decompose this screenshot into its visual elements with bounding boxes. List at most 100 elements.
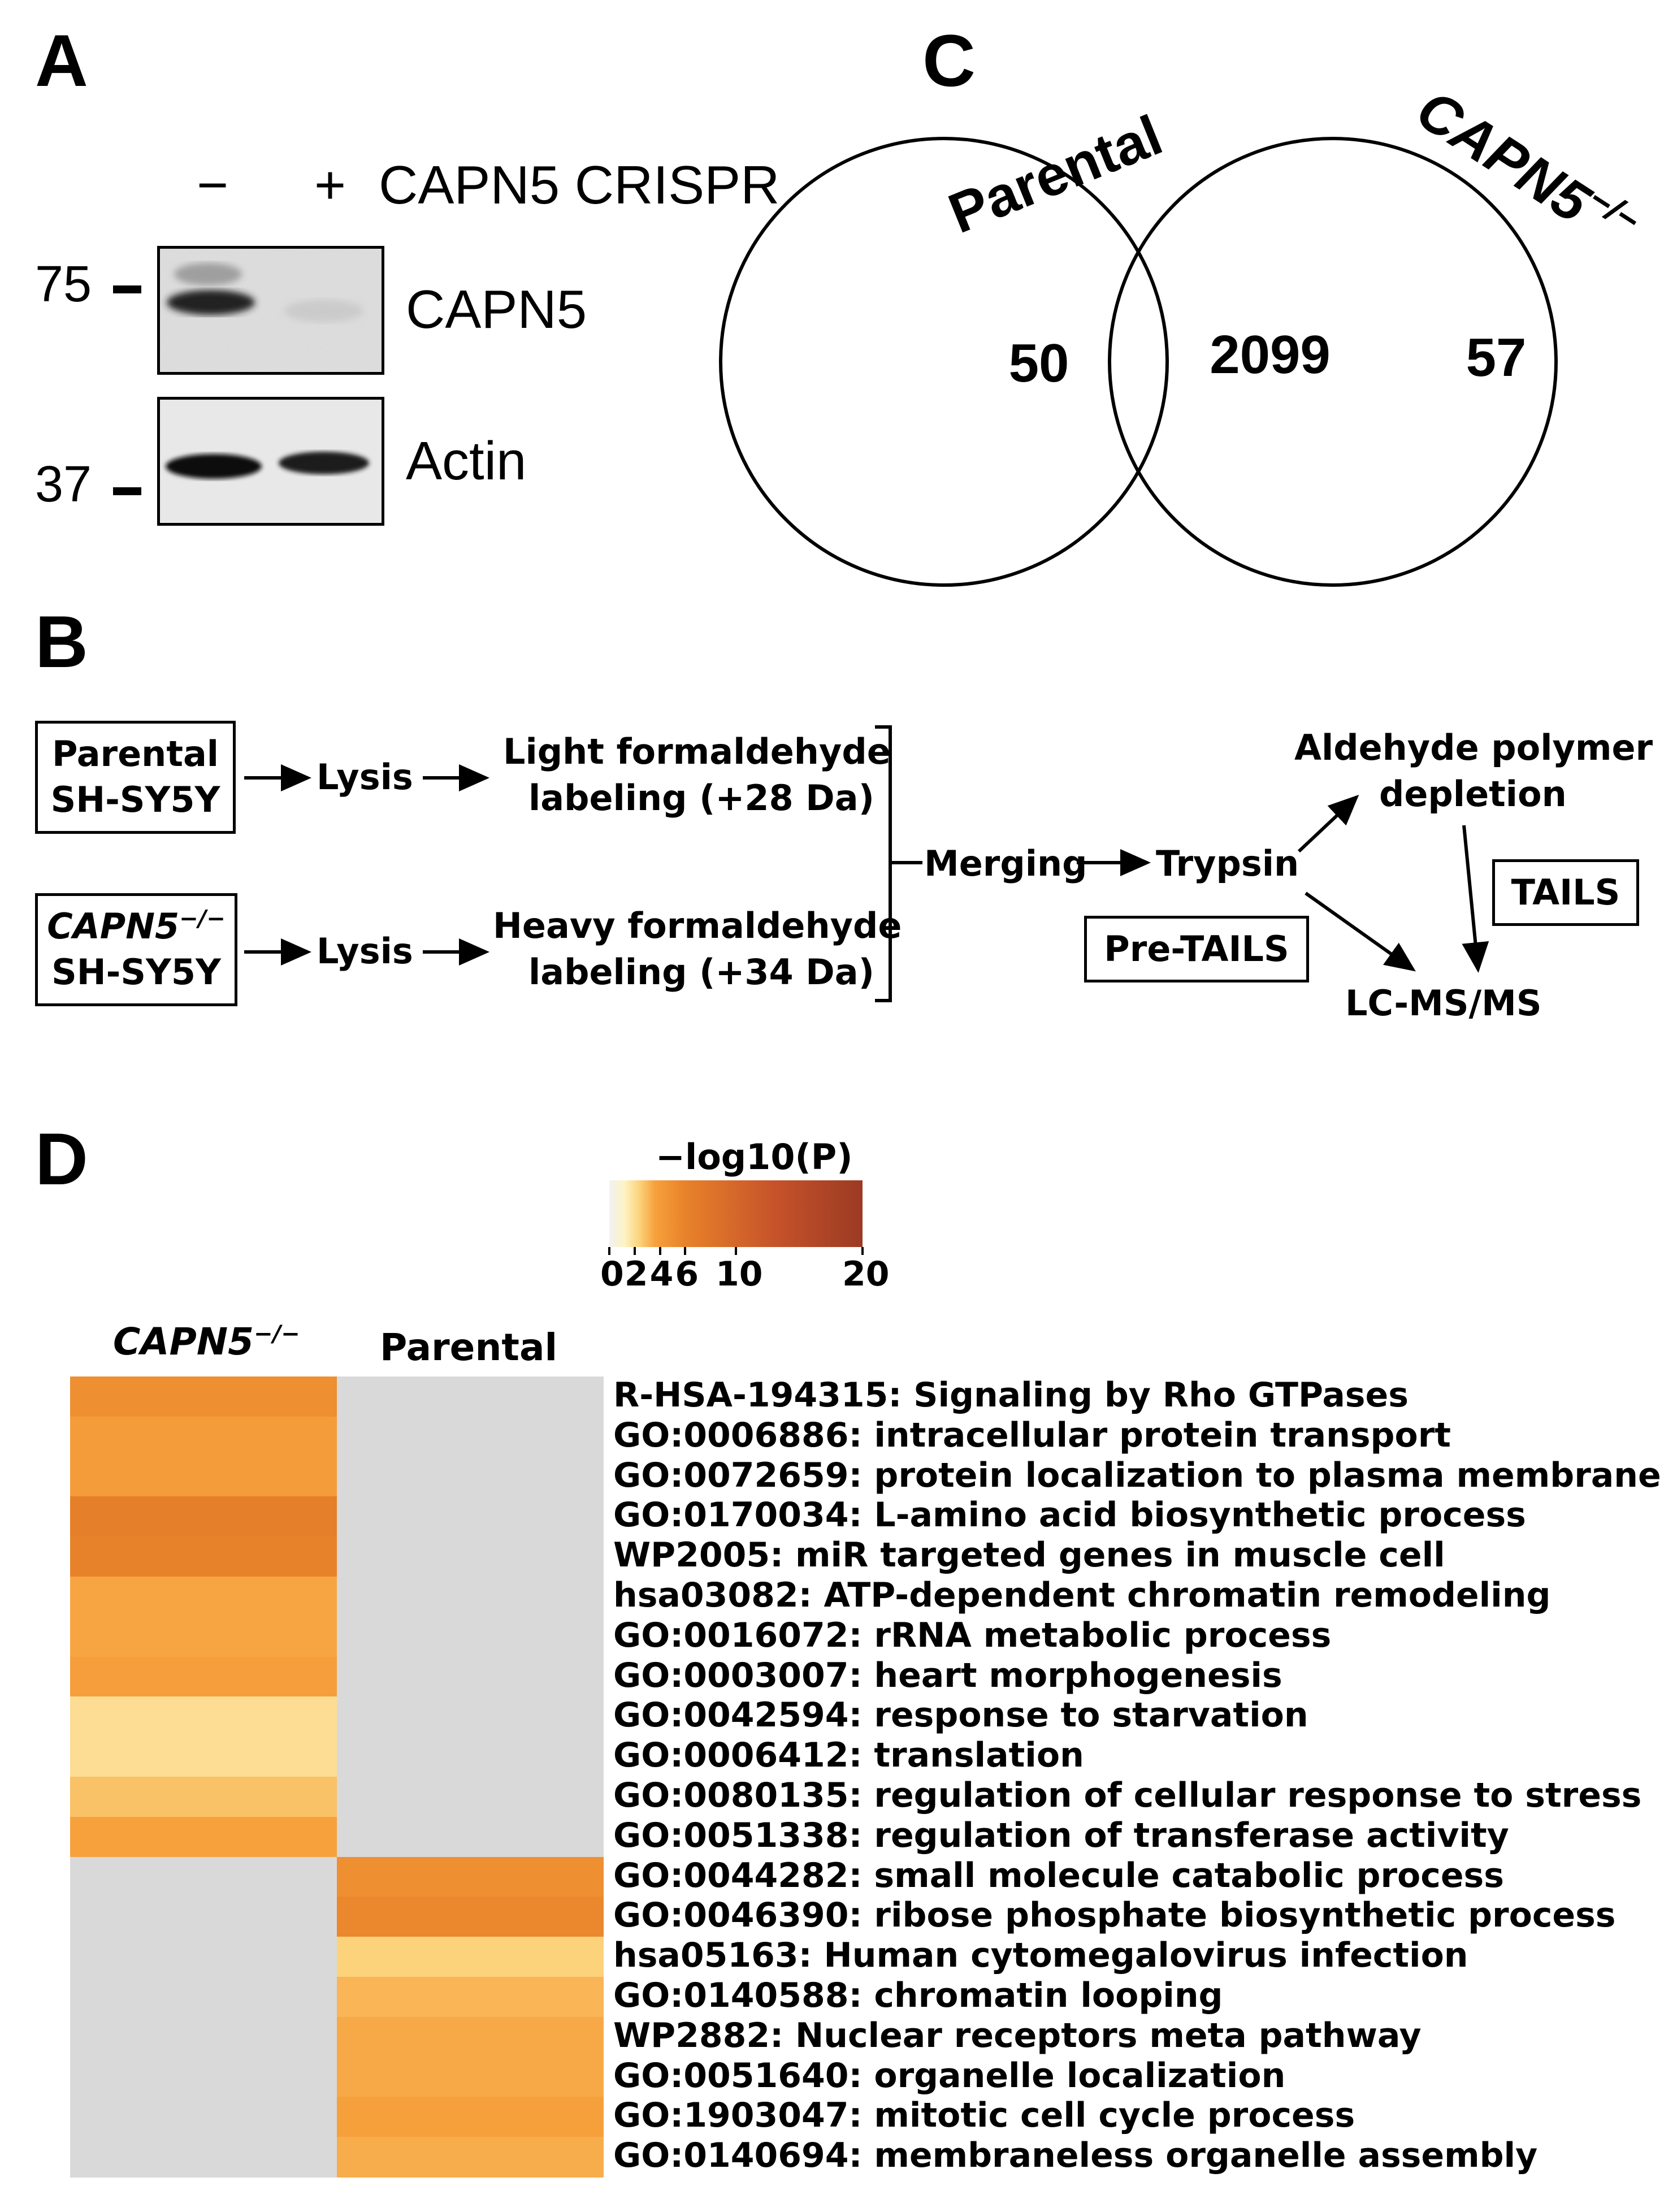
heatmap-cell xyxy=(337,1416,604,1457)
label-aldehyde-line1: Aldehyde polymer xyxy=(1294,727,1653,768)
column-header-capn5: CAPN5−/− xyxy=(113,1320,300,1363)
heatmap-cell xyxy=(337,2097,604,2137)
heatmap-cell xyxy=(337,1737,604,1777)
heatmap-row-label: GO:0006412: translation xyxy=(613,1735,1084,1776)
heatmap-cell xyxy=(70,1897,337,1937)
heatmap-cell xyxy=(70,1856,337,1897)
heatmap-row-label: GO:0046390: ribose phosphate biosyntheti… xyxy=(613,1895,1616,1936)
heatmap-row-label: GO:0003007: heart morphogenesis xyxy=(613,1655,1282,1695)
heatmap-cell xyxy=(70,1937,337,1977)
heatmap-cell xyxy=(337,2137,604,2178)
colorbar-tick-label: 2 xyxy=(624,1254,648,1294)
label-light-line2: labeling (+28 Da) xyxy=(528,777,874,819)
heatmap-row-label: GO:0016072: rRNA metabolic process xyxy=(613,1615,1332,1655)
colorbar-tick-label: 20 xyxy=(842,1254,890,1294)
heatmap-cell xyxy=(70,1777,337,1817)
heatmap-row-label: GO:0140588: chromatin looping xyxy=(613,1975,1223,2015)
arrow-depletion-to-lcms xyxy=(1462,825,1489,973)
heatmap-row-label: WP2005: miR targeted genes in muscle cel… xyxy=(613,1535,1445,1575)
heatmap-row-label: R-HSA-194315: Signaling by Rho GTPases xyxy=(613,1375,1409,1415)
venn-count-parental-only: 50 xyxy=(1009,333,1069,393)
colorbar-tick-mark xyxy=(608,1247,610,1255)
blot-capn5 xyxy=(157,246,384,375)
panel-label-d: D xyxy=(35,1118,88,1200)
box-parental-line2: SH-SY5Y xyxy=(50,779,220,820)
heatmap-row-label: hsa03082: ATP-dependent chromatin remode… xyxy=(613,1575,1551,1615)
box-capn5-sh-sy5y: CAPN5−/− SH-SY5Y xyxy=(35,893,237,1006)
box-capn5-line2: SH-SY5Y xyxy=(51,951,221,993)
heatmap-cell xyxy=(337,1856,604,1897)
heatmap-cell xyxy=(70,1977,337,2018)
band-label-capn5: CAPN5 xyxy=(406,279,587,340)
heatmap-cell xyxy=(70,1737,337,1777)
colorbar xyxy=(609,1180,863,1247)
mw-marker-37: 37 xyxy=(35,456,92,513)
mw-tick-75 xyxy=(113,285,141,293)
colorbar-tick-label: 4 xyxy=(649,1254,674,1294)
heatmap-cell xyxy=(70,1376,337,1417)
heatmap-cell xyxy=(70,1656,337,1697)
heatmap-cell xyxy=(337,1897,604,1937)
lane-minus-label: − xyxy=(197,155,229,215)
heatmap-cell xyxy=(337,1577,604,1617)
heatmap-row-label: GO:0051338: regulation of transferase ac… xyxy=(613,1815,1509,1855)
heatmap-cell xyxy=(337,1536,604,1577)
colorbar-tick-mark xyxy=(861,1247,864,1255)
label-light-line1: Light formaldehyde xyxy=(503,731,891,772)
heatmap-row-label: hsa05163: Human cytomegalovirus infectio… xyxy=(613,1936,1468,1976)
blot-actin-bands xyxy=(166,452,369,479)
heatmap-cell xyxy=(70,1577,337,1617)
workflow-arrows xyxy=(244,725,1489,1002)
heatmap-cell xyxy=(70,2057,337,2097)
heatmap-row-label: GO:0140694: membraneless organelle assem… xyxy=(613,2136,1538,2176)
heatmap-cell xyxy=(70,1536,337,1577)
heatmap-cell xyxy=(337,1777,604,1817)
box-tails-label: TAILS xyxy=(1511,871,1620,913)
blot-actin xyxy=(157,397,384,526)
heatmap-row-label: WP2882: Nuclear receptors meta pathway xyxy=(613,2015,1422,2055)
heatmap-row-label: GO:0170034: L-amino acid biosynthetic pr… xyxy=(613,1495,1526,1535)
heatmap-cell xyxy=(337,1616,604,1657)
label-lysis-top: Lysis xyxy=(317,756,413,798)
label-merging: Merging xyxy=(924,843,1087,884)
heatmap-grid xyxy=(70,1376,604,2178)
lane-plus-label: + xyxy=(314,155,346,215)
arrow-trypsin-to-depletion xyxy=(1297,794,1359,853)
colorbar-tick-label: 6 xyxy=(675,1254,699,1294)
label-heavy-line1: Heavy formaldehyde xyxy=(493,905,902,946)
label-lysis-bottom: Lysis xyxy=(317,930,413,972)
colorbar-tick-mark xyxy=(658,1247,661,1255)
colorbar-title: −log10(P) xyxy=(656,1136,853,1178)
heatmap-cell xyxy=(337,1816,604,1858)
panel-label-c: C xyxy=(922,19,976,102)
heatmap-cell xyxy=(337,1977,604,2018)
heatmap-cell xyxy=(337,2016,604,2058)
heatmap-cell xyxy=(337,1496,604,1537)
heatmap-cell xyxy=(70,1416,337,1457)
heatmap-cell xyxy=(337,1376,604,1417)
heatmap-cell xyxy=(70,1496,337,1537)
heatmap-cell xyxy=(70,1696,337,1737)
heatmap-row-label: GO:0072659: protein localization to plas… xyxy=(613,1455,1661,1495)
column-header-parental: Parental xyxy=(380,1326,558,1369)
mw-tick-37 xyxy=(113,487,141,495)
colorbar-tick-label: 0 xyxy=(600,1254,624,1294)
box-parental-sh-sy5y: Parental SH-SY5Y xyxy=(35,721,236,834)
box-capn5-line1: CAPN5−/− xyxy=(47,906,226,947)
venn-svg: Parental CAPN5−/− 50 2099 57 xyxy=(719,77,1647,587)
heatmap-cell xyxy=(337,1456,604,1497)
heatmap-cell xyxy=(70,1616,337,1657)
label-aldehyde-line2: depletion xyxy=(1379,773,1567,815)
box-pre-tails: Pre-TAILS xyxy=(1084,916,1309,982)
heatmap-row-label: GO:1903047: mitotic cell cycle process xyxy=(613,2096,1355,2136)
heatmap-cell xyxy=(337,2057,604,2097)
box-tails: TAILS xyxy=(1492,859,1639,926)
heatmap-cell xyxy=(70,2137,337,2178)
colorbar-tick-mark xyxy=(684,1247,687,1255)
label-trypsin: Trypsin xyxy=(1156,843,1299,884)
blot-header-label: CAPN5 CRISPR xyxy=(379,155,780,215)
venn-count-capn5-only: 57 xyxy=(1466,327,1527,388)
panel-label-b: B xyxy=(35,600,88,683)
colorbar-tick-mark xyxy=(633,1247,636,1255)
heatmap-cell xyxy=(337,1937,604,1977)
